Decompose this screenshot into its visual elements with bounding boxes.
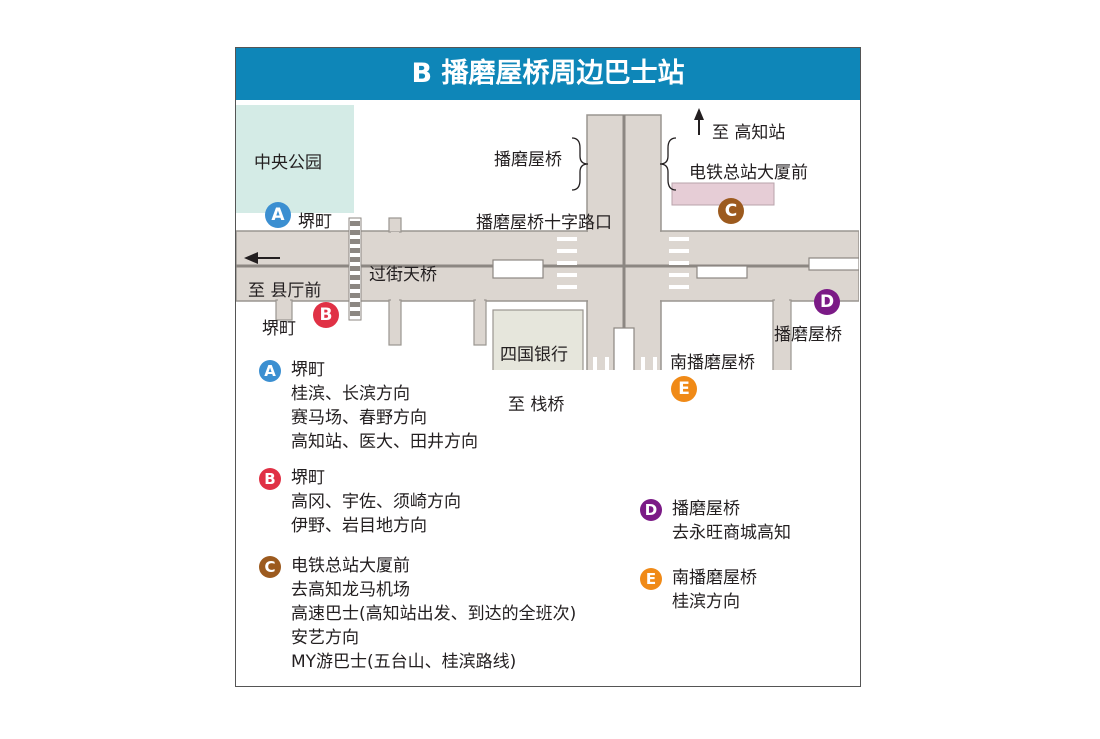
legend-badge-d: D xyxy=(640,499,662,521)
minami-label: 南播磨屋桥 xyxy=(670,353,755,373)
legend-line: 高知站、医大、田井方向 xyxy=(291,432,478,452)
overpass-label: 过街天桥 xyxy=(369,265,437,285)
legend-line: 去永旺商城高知 xyxy=(672,523,791,543)
sakaimachi-b-label: 堺町 xyxy=(262,319,296,339)
legend-badge-b: B xyxy=(259,468,281,490)
bank-building xyxy=(492,309,584,370)
stop-e-marker[interactable]: E xyxy=(671,376,697,402)
legend-line: 伊野、岩目地方向 xyxy=(291,516,427,536)
map-drawing xyxy=(236,105,859,370)
stop-d-marker[interactable]: D xyxy=(814,289,840,315)
park-label: 中央公园 xyxy=(254,153,322,173)
crossing-label: 播磨屋桥十字路口 xyxy=(476,213,612,233)
park-area xyxy=(236,105,354,213)
legend-line: 去高知龙马机场 xyxy=(291,580,410,600)
sakaimachi-a-label: 堺町 xyxy=(298,212,332,232)
bank-label: 四国银行 xyxy=(500,345,568,365)
to-kencho-label[interactable]: 至 县厅前 xyxy=(248,281,322,301)
legend-line: 南播磨屋桥 xyxy=(672,568,757,588)
legend-line: 高冈、宇佐、须崎方向 xyxy=(291,492,461,512)
legend-line: 堺町 xyxy=(291,360,325,380)
stop-c-marker[interactable]: C xyxy=(718,198,744,224)
legend-badge-c: C xyxy=(259,556,281,578)
harimaya-d-label: 播磨屋桥 xyxy=(774,325,842,345)
legend-line: 高速巴士(高知站出发、到达的全班次) xyxy=(291,604,577,624)
legend-line: 播磨屋桥 xyxy=(672,499,740,519)
legend-badge-e: E xyxy=(640,568,662,590)
legend-line: 堺町 xyxy=(291,468,325,488)
map-frame: B 播磨屋桥周边巴士站 xyxy=(235,47,861,687)
legend-line: 电铁总站大厦前 xyxy=(291,556,410,576)
dentetsu-label: 电铁总站大厦前 xyxy=(689,163,808,183)
stop-b-marker[interactable]: B xyxy=(313,302,339,328)
legend-line: 安艺方向 xyxy=(291,628,359,648)
footbridge-label: 播磨屋桥 xyxy=(494,150,562,170)
to-sanbashi-label[interactable]: 至 栈桥 xyxy=(508,395,565,415)
area-map: 中央公园 播磨屋桥 至 高知站 电铁总站大厦前 播磨屋桥十字路口 过街天桥 至 … xyxy=(236,100,859,415)
page-title: B 播磨屋桥周边巴士站 xyxy=(236,48,860,100)
legend-line: 赛马场、春野方向 xyxy=(291,408,427,428)
to-kochi-station-label[interactable]: 至 高知站 xyxy=(712,123,786,143)
legend-line: 桂滨方向 xyxy=(672,592,740,612)
legend-badge-a: A xyxy=(259,360,281,382)
legend-line: MY游巴士(五台山、桂滨路线) xyxy=(291,652,517,672)
stop-a-marker[interactable]: A xyxy=(265,202,291,228)
legend-line: 桂滨、长滨方向 xyxy=(291,384,410,404)
